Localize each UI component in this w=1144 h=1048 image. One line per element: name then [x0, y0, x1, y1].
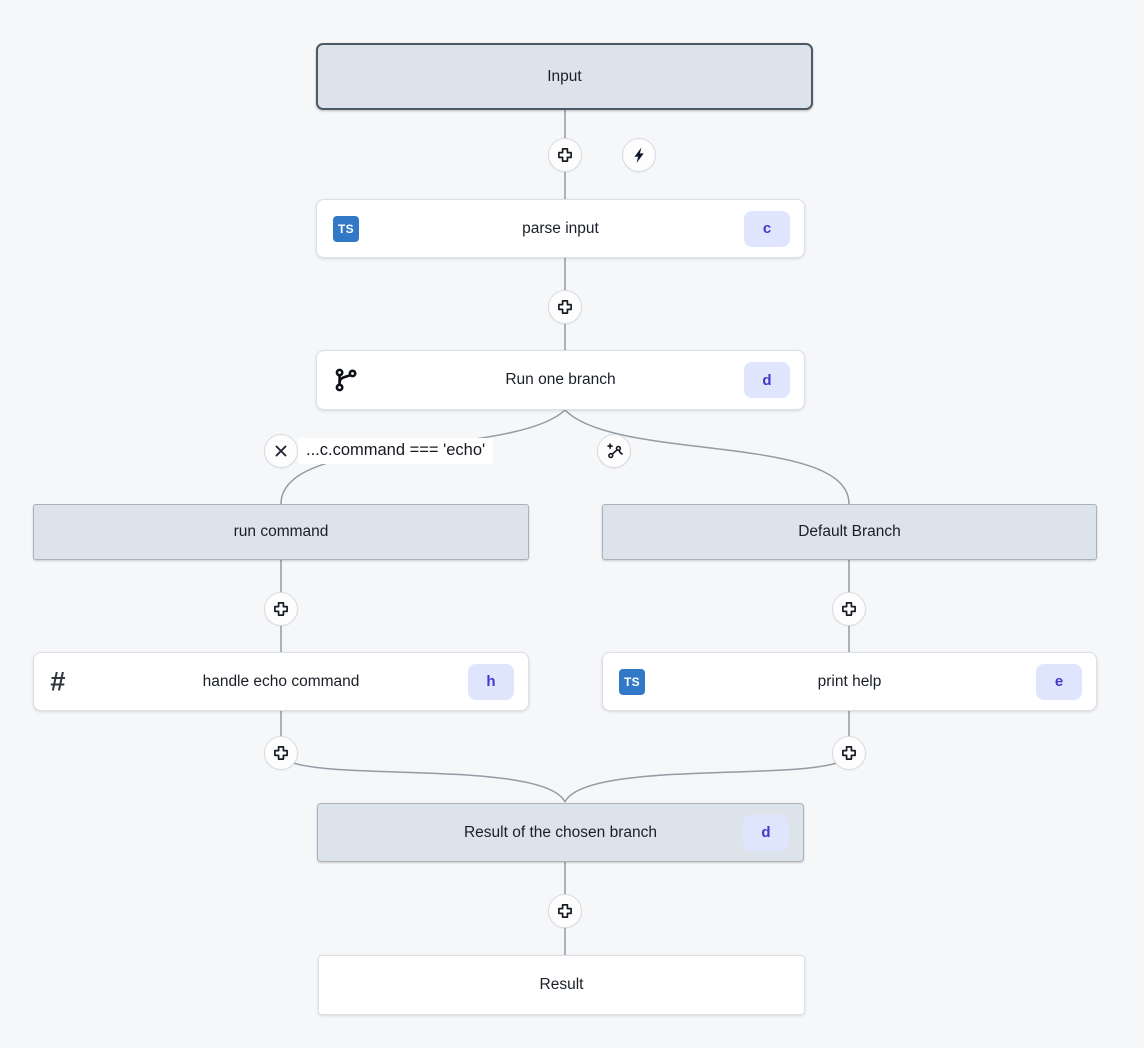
x-icon: [275, 445, 287, 457]
add-branch-button[interactable]: [597, 434, 631, 468]
node-label: Default Branch: [798, 523, 901, 540]
node-label: Run one branch: [505, 371, 616, 388]
typescript-icon: TS: [619, 668, 645, 695]
branch-plus-icon: [607, 443, 623, 459]
plus-icon: [274, 602, 288, 616]
plus-icon: [558, 300, 572, 314]
add-step-button[interactable]: [548, 138, 582, 172]
add-step-button[interactable]: [264, 592, 298, 626]
plus-icon: [558, 148, 572, 162]
typescript-icon: TS: [333, 215, 359, 242]
node-label: Result: [539, 976, 584, 993]
add-step-button[interactable]: [832, 592, 866, 626]
node-branch-run-command[interactable]: run command: [33, 504, 529, 560]
node-label: Input: [547, 67, 582, 85]
plus-icon: [274, 746, 288, 760]
node-print-help[interactable]: TS print help e: [602, 652, 1097, 711]
node-parse-input[interactable]: TS parse input c: [316, 199, 805, 258]
add-step-button[interactable]: [832, 736, 866, 770]
plus-icon: [842, 746, 856, 760]
node-run-one-branch[interactable]: Run one branch d: [316, 350, 805, 410]
node-label: run command: [233, 523, 329, 540]
add-step-button[interactable]: [548, 290, 582, 324]
trigger-button[interactable]: [622, 138, 656, 172]
remove-branch-button[interactable]: [264, 434, 298, 468]
step-id-badge: c: [744, 210, 790, 247]
add-step-button[interactable]: [548, 894, 582, 928]
node-branch-default[interactable]: Default Branch: [602, 504, 1097, 560]
node-label: print help: [817, 672, 882, 690]
plus-icon: [842, 602, 856, 616]
git-branch-icon: [335, 368, 357, 392]
node-handle-echo-command[interactable]: # handle echo command h: [33, 652, 529, 711]
step-id-badge: e: [1036, 663, 1082, 700]
node-branch-result[interactable]: Result of the chosen branch d: [317, 803, 804, 862]
node-label: Result of the chosen branch: [463, 823, 657, 841]
node-flow-result[interactable]: Result: [318, 955, 805, 1015]
condition-expression: ...c.command === 'echo': [306, 441, 486, 459]
node-label: parse input: [522, 219, 599, 237]
node-flow-input[interactable]: Input: [316, 43, 813, 110]
step-id-badge: h: [468, 663, 514, 700]
step-id-badge: d: [743, 814, 789, 851]
node-label: handle echo command: [202, 672, 360, 690]
branch-condition-label: ...c.command === 'echo': [298, 438, 494, 464]
add-step-button[interactable]: [264, 736, 298, 770]
bash-hash-icon: #: [50, 666, 66, 696]
lightning-icon: [634, 147, 644, 163]
plus-icon: [558, 904, 572, 918]
step-id-badge: d: [744, 362, 790, 398]
